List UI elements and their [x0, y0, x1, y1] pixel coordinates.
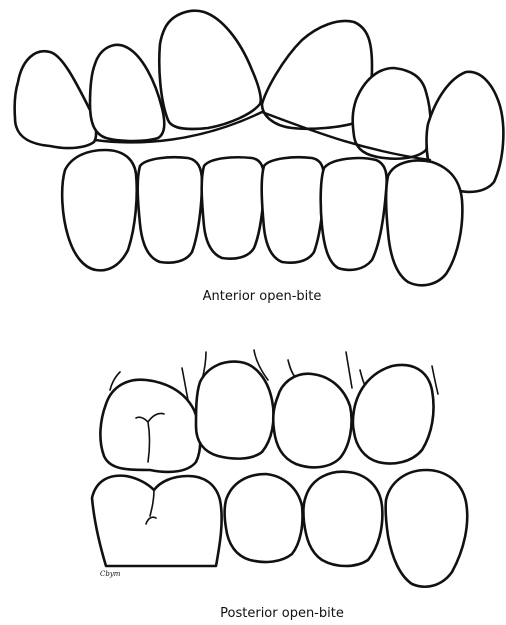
anterior-open-bite-caption: Anterior open-bite	[203, 289, 322, 304]
anterior-lower-teeth	[62, 150, 462, 285]
upper-canine	[353, 365, 434, 464]
lower-tooth-left-canine	[386, 161, 462, 286]
lower-first-molar	[92, 476, 222, 566]
lower-tooth-right-lateral	[138, 157, 202, 262]
upper-tooth-right-central	[159, 11, 260, 129]
anterior-open-bite-figure: Anterior open-bite	[15, 11, 504, 304]
upper-tooth-right-lateral	[90, 45, 164, 141]
upper-second-premolar	[196, 362, 274, 459]
upper-first-molar	[100, 380, 200, 472]
lower-tooth-right-canine	[62, 150, 137, 270]
lower-tooth-left-central	[262, 157, 324, 262]
artist-signature: Cbym	[100, 570, 121, 578]
posterior-lower-teeth	[92, 470, 467, 587]
lower-canine	[386, 470, 468, 587]
posterior-open-bite-figure: Cbym Posterior open-bite	[92, 350, 467, 621]
upper-tooth-right-canine	[15, 51, 96, 148]
lower-tooth-right-central	[202, 157, 264, 258]
upper-first-premolar	[273, 374, 351, 468]
posterior-open-bite-caption: Posterior open-bite	[220, 606, 344, 621]
lower-tooth-left-lateral	[321, 158, 387, 270]
lower-second-premolar	[225, 474, 303, 562]
lower-first-premolar	[303, 472, 382, 566]
